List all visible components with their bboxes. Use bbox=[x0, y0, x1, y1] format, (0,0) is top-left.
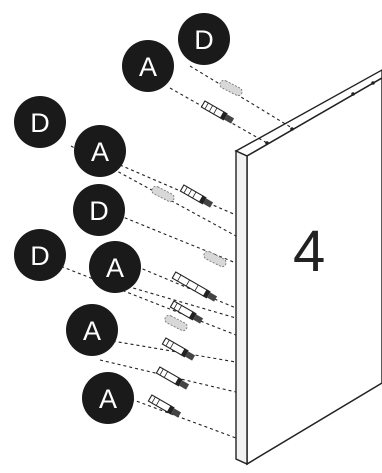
panel-hole bbox=[351, 92, 355, 96]
part-badges: D A D A D D A A bbox=[14, 13, 230, 424]
badge-dowel-label: D bbox=[14, 229, 66, 281]
cam-bolt-icon bbox=[171, 271, 218, 302]
svg-text:A: A bbox=[99, 384, 117, 414]
svg-text:A: A bbox=[139, 52, 157, 82]
dowel-icon bbox=[164, 314, 188, 332]
cam-bolt-icon bbox=[200, 100, 235, 124]
dowel-icon bbox=[219, 79, 243, 97]
cam-bolt-icon bbox=[155, 366, 190, 390]
badge-dowel-label: D bbox=[73, 184, 125, 236]
badge-cam-bolt-label: A bbox=[122, 40, 174, 92]
panel-hole bbox=[371, 81, 375, 85]
svg-text:A: A bbox=[106, 253, 124, 283]
badge-cam-bolt-label: A bbox=[66, 304, 118, 356]
svg-text:D: D bbox=[194, 25, 214, 55]
svg-text:A: A bbox=[91, 137, 109, 167]
svg-text:D: D bbox=[30, 241, 50, 271]
cam-bolt-parts bbox=[147, 100, 235, 418]
badge-dowel-label: D bbox=[14, 96, 66, 148]
badge-cam-bolt-label: A bbox=[74, 125, 126, 177]
cam-bolt-icon bbox=[161, 337, 196, 361]
dowel-icon bbox=[151, 185, 175, 203]
dowel-parts bbox=[151, 79, 243, 332]
badge-cam-bolt-label: A bbox=[89, 241, 141, 293]
panel-side-edge bbox=[235, 149, 248, 466]
cam-bolt-icon bbox=[179, 184, 214, 208]
panel-4: 4 bbox=[234, 69, 382, 466]
cam-bolt-icon bbox=[169, 300, 204, 324]
svg-text:D: D bbox=[89, 196, 109, 226]
svg-text:A: A bbox=[83, 316, 101, 346]
cam-bolt-icon bbox=[147, 394, 182, 418]
panel-hole bbox=[290, 127, 294, 131]
badge-cam-bolt-label: A bbox=[82, 372, 134, 424]
panel-number: 4 bbox=[293, 219, 325, 284]
dowel-icon bbox=[203, 250, 227, 268]
badge-dowel-label: D bbox=[178, 13, 230, 65]
svg-text:D: D bbox=[30, 108, 50, 138]
